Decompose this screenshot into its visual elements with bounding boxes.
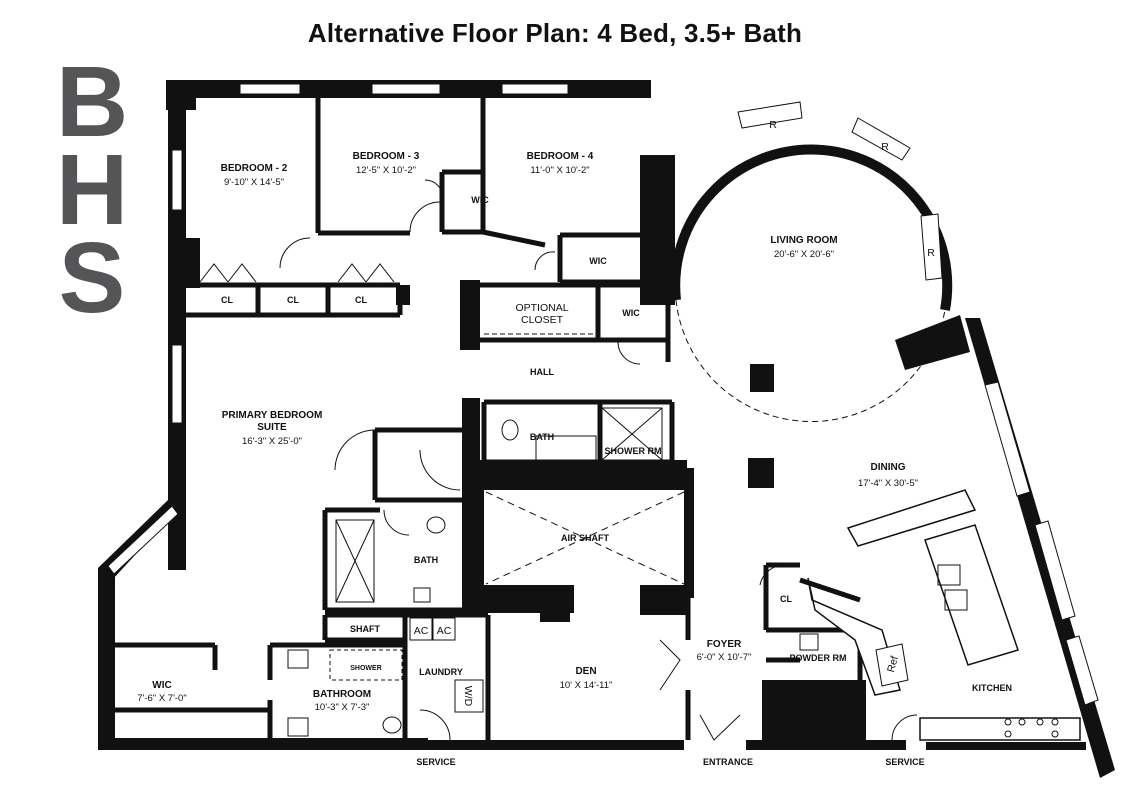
foyer-dims: 6'-0" X 10'-7" bbox=[697, 652, 752, 663]
dining-label: DINING bbox=[871, 462, 906, 473]
den-dims: 10' X 14'-11" bbox=[560, 680, 613, 691]
bhs-logo: B H S bbox=[56, 46, 129, 334]
sinks bbox=[287, 564, 968, 737]
small-labels: WIC WIC WIC CL CL CL CL OPTIONAL CLOSET … bbox=[221, 119, 1012, 767]
bedroom-2-dims: 9'-10" X 14'-5" bbox=[224, 177, 284, 188]
bathroom-dims: 10'-3" X 7'-3" bbox=[315, 702, 370, 713]
powder-rm-label: POWDER RM bbox=[790, 653, 847, 663]
dining-dims: 17'-4" X 30'-5" bbox=[858, 478, 918, 489]
shower-rm-label: SHOWER RM bbox=[605, 446, 662, 456]
door-swings bbox=[279, 179, 918, 741]
room-labels: BEDROOM - 2 9'-10" X 14'-5" BEDROOM - 3 … bbox=[137, 151, 918, 713]
radiator-label-1: R bbox=[769, 119, 777, 131]
wic-primary-dims: 7'-6" X 7'-0" bbox=[137, 693, 186, 704]
optional-closet-label-1: OPTIONAL bbox=[515, 302, 568, 314]
hall-label: HALL bbox=[530, 367, 554, 377]
foyer-label: FOYER bbox=[707, 639, 742, 650]
radiator-label-2: R bbox=[881, 141, 889, 153]
structural-columns bbox=[182, 238, 694, 622]
bedroom-4-label: BEDROOM - 4 bbox=[527, 151, 594, 162]
logo-letter-h: H bbox=[56, 134, 129, 246]
stove bbox=[1004, 718, 1059, 738]
bedroom-3-label: BEDROOM - 3 bbox=[353, 151, 420, 162]
interior-walls bbox=[115, 98, 863, 740]
ac-label-2: AC bbox=[437, 625, 452, 637]
wic-label-bed4: WIC bbox=[589, 256, 607, 266]
bedroom-3-dims: 12'-5" X 10'-2" bbox=[356, 165, 416, 176]
optional-closet-label-2: CLOSET bbox=[521, 314, 564, 326]
cl-label-2: CL bbox=[287, 295, 299, 305]
fixtures bbox=[329, 407, 663, 734]
wic-label-bed3: WIC bbox=[471, 195, 489, 205]
bath-label-primary: BATH bbox=[414, 555, 438, 565]
cl-label-1: CL bbox=[221, 295, 233, 305]
laundry-label: LAUNDRY bbox=[419, 667, 463, 677]
primary-bedroom-dims: 16'-3" X 25'-0" bbox=[242, 436, 302, 447]
service-label-left: SERVICE bbox=[416, 757, 455, 767]
windows bbox=[171, 83, 569, 424]
plan-title: Alternative Floor Plan: 4 Bed, 3.5+ Bath bbox=[307, 18, 803, 48]
closet-doors bbox=[199, 263, 395, 283]
wic-primary-label: WIC bbox=[152, 680, 171, 691]
ac-label-1: AC bbox=[414, 625, 429, 637]
radiator-label-3: R bbox=[927, 247, 935, 259]
living-room-rotunda bbox=[670, 101, 953, 422]
kitchen-windows bbox=[984, 381, 1099, 706]
appliances bbox=[409, 617, 909, 713]
air-shaft-cross bbox=[485, 491, 685, 585]
kitchen-label: KITCHEN bbox=[972, 683, 1012, 693]
entrance-label: ENTRANCE bbox=[703, 757, 753, 767]
living-room-dims: 20'-6" X 20'-6" bbox=[774, 249, 834, 260]
cl-label-3: CL bbox=[355, 295, 367, 305]
logo-letter-s: S bbox=[58, 222, 126, 334]
logo-letter-b: B bbox=[56, 46, 129, 158]
air-shaft-label: AIR SHAFT bbox=[561, 533, 609, 543]
bathroom-label: BATHROOM bbox=[313, 689, 371, 700]
living-room-label: LIVING ROOM bbox=[770, 235, 837, 246]
bedroom-2-label: BEDROOM - 2 bbox=[221, 163, 288, 174]
angled-window bbox=[107, 505, 179, 575]
kitchen-island bbox=[807, 489, 1081, 741]
bath-label-hall: BATH bbox=[530, 432, 554, 442]
shaft-label: SHAFT bbox=[350, 624, 380, 634]
cl-label-foyer: CL bbox=[780, 594, 792, 604]
shower-label: SHOWER bbox=[350, 665, 382, 672]
den-label: DEN bbox=[575, 666, 596, 677]
wd-label: W/D bbox=[462, 686, 474, 707]
ref-label: Ref bbox=[885, 655, 901, 674]
primary-bedroom-label: PRIMARY BEDROOM bbox=[222, 410, 323, 421]
bedroom-4-dims: 11'-0" X 10'-2" bbox=[530, 165, 589, 176]
wic-label-hall: WIC bbox=[622, 308, 640, 318]
primary-suite-label: SUITE bbox=[257, 422, 287, 433]
service-label-right: SERVICE bbox=[885, 757, 924, 767]
